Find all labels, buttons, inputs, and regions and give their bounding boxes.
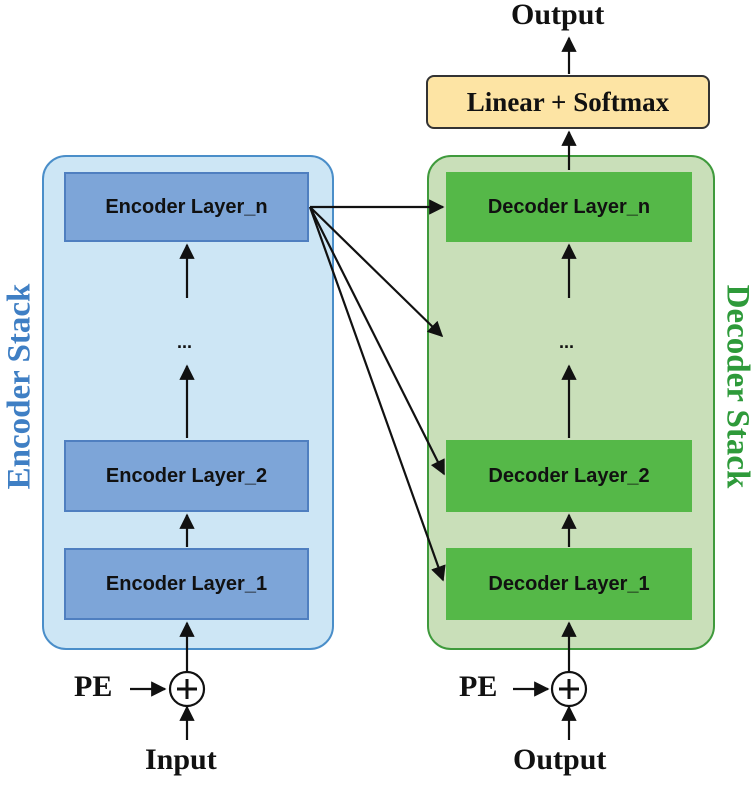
arrow-enc-to-dec-dots [309, 206, 444, 338]
arrow-enc-to-dec-layer1 [308, 206, 446, 582]
decoder-layer-1: Decoder Layer_1 [446, 548, 692, 620]
encoder-adder-icon [168, 670, 206, 708]
encoder-ellipsis: ... [177, 332, 193, 352]
encoder-layer-2: Encoder Layer_2 [64, 440, 309, 512]
linear-softmax-box: Linear + Softmax [426, 75, 710, 129]
decoder-adder-icon [550, 670, 588, 708]
encoder-layer-1: Encoder Layer_1 [64, 548, 309, 620]
encoder-layer-n: Encoder Layer_n [64, 172, 309, 242]
decoder-pe-label: PE [459, 670, 498, 703]
encoder-input-label: Input [145, 743, 217, 776]
arrow-enc-to-dec-layer2 [309, 206, 445, 476]
encoder-pe-label: PE [74, 670, 113, 703]
decoder-layer-2: Decoder Layer_2 [446, 440, 692, 512]
decoder-ellipsis: ... [559, 332, 575, 352]
decoder-layer-n: Decoder Layer_n [446, 172, 692, 242]
final-output-label: Output [511, 0, 605, 31]
decoder-input-label: Output [513, 743, 607, 776]
